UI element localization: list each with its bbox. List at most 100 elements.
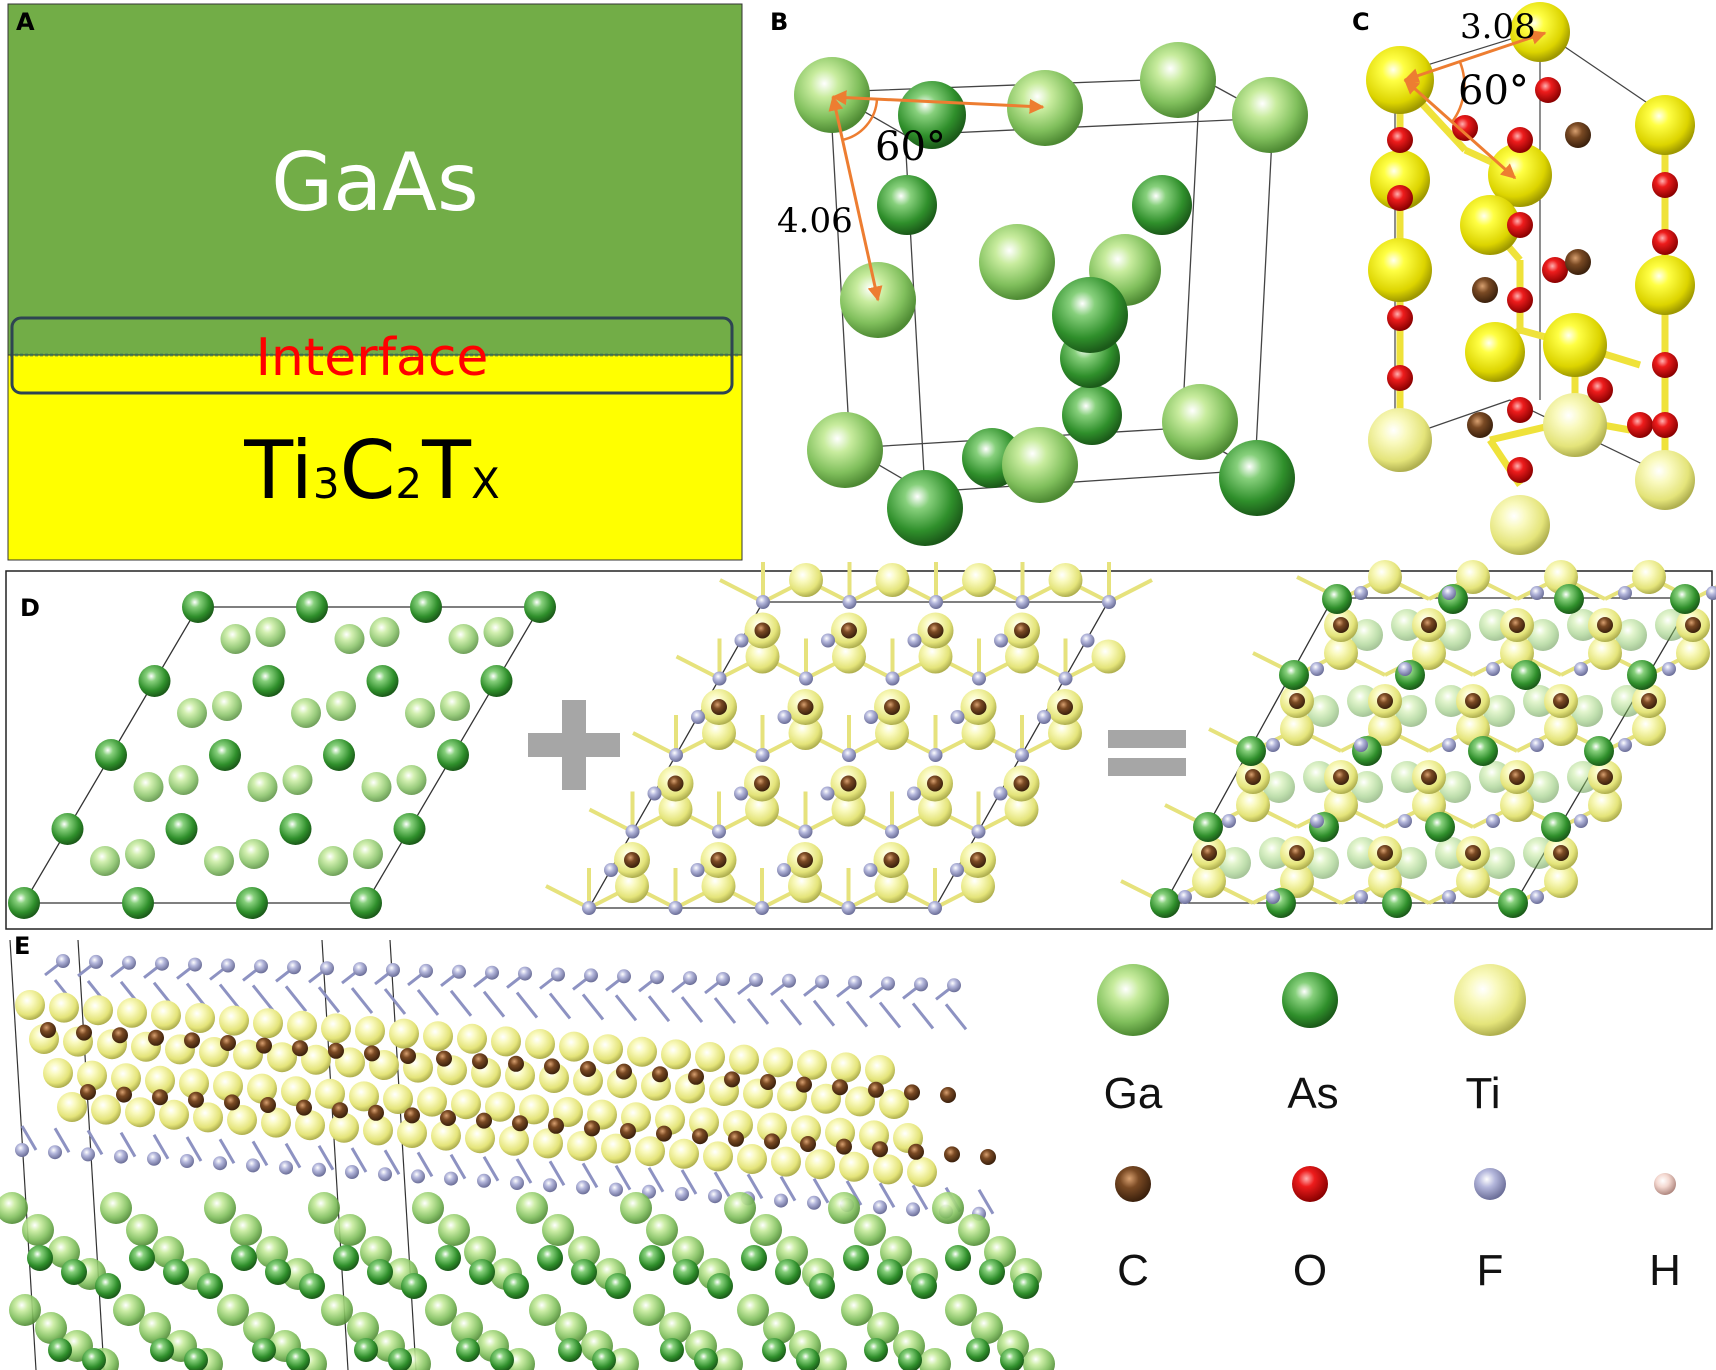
ti-atom: [831, 1052, 861, 1083]
as-atom: [209, 739, 241, 771]
o-atom: [1652, 172, 1678, 198]
o-atom: [1652, 412, 1678, 438]
ti-atom: [831, 792, 866, 827]
c-atom: [1333, 769, 1349, 785]
ti-atom: [193, 1102, 223, 1133]
ga-atom: [90, 846, 120, 876]
atoms-d: [8, 560, 1716, 919]
f-atom: [947, 978, 961, 993]
f-atom: [147, 1151, 161, 1166]
as-atom: [911, 1273, 937, 1299]
ga-atom: [204, 1192, 236, 1224]
ga-atom: [516, 1192, 548, 1224]
c-atom: [400, 1048, 416, 1064]
f-atom: [716, 972, 730, 986]
f-atom: [81, 1147, 95, 1162]
ga-atom: [620, 1192, 652, 1224]
as-atom: [809, 1273, 835, 1299]
as-atom: [503, 1273, 529, 1299]
ga-atom: [440, 691, 470, 721]
as-atom: [367, 1259, 393, 1285]
panel-label-d: D: [20, 594, 40, 622]
ti-atom: [1368, 712, 1402, 746]
as-atom: [571, 1259, 597, 1285]
c-atom: [332, 1102, 348, 1119]
as-atom: [1236, 736, 1266, 766]
o-atom: [1627, 412, 1653, 438]
tib-atom: [1460, 195, 1520, 255]
o-atom: [1452, 115, 1478, 141]
as-atom: [95, 1273, 121, 1299]
f-atom: [993, 786, 1008, 801]
c-atom: [884, 699, 900, 715]
bond: [588, 807, 634, 834]
ga-atom: [1395, 847, 1427, 879]
ti-atom: [301, 1044, 331, 1075]
ga-atom: [555, 1312, 587, 1344]
f-atom: [213, 1156, 227, 1171]
c-atom: [796, 1076, 812, 1093]
as-atom: [252, 665, 285, 697]
c-atom: [840, 775, 857, 792]
ti-atom: [295, 1110, 325, 1141]
ti-atom: [874, 869, 909, 903]
bond: [675, 654, 721, 681]
as-atom: [350, 887, 382, 919]
f-atom: [576, 1180, 590, 1195]
bond: [218, 983, 242, 1011]
c-atom: [1509, 617, 1525, 633]
bond: [317, 986, 341, 1014]
panel-label-a: A: [16, 8, 35, 36]
c-atom: [76, 1024, 92, 1041]
f-atom: [419, 963, 433, 978]
c-atom: [260, 1097, 276, 1113]
f-atom: [1486, 814, 1500, 828]
ga-atom: [9, 1294, 41, 1326]
f-atom: [345, 1165, 359, 1179]
ga-atom: [139, 1312, 171, 1344]
legend-f-label: F: [1477, 1246, 1504, 1295]
ti-atom: [1048, 563, 1083, 597]
f-atom: [650, 970, 664, 985]
c-atom: [1333, 617, 1349, 633]
ga-atom: [243, 1312, 275, 1344]
c-atom: [1597, 617, 1613, 633]
as-atom: [877, 1259, 903, 1285]
bond: [548, 1160, 566, 1186]
ga-atom: [347, 1312, 379, 1344]
panel-c: C 3.08 60°: [1352, 2, 1695, 555]
ti-atom: [567, 1131, 597, 1161]
bond: [119, 1131, 137, 1158]
as-atom: [27, 1245, 53, 1271]
ti-atom: [1324, 788, 1358, 822]
ti-atom: [1500, 788, 1534, 822]
ti-atom: [253, 1008, 283, 1039]
f-atom: [1618, 738, 1632, 752]
c-atom: [544, 1058, 560, 1075]
c-atom: [760, 1074, 776, 1090]
c-atom: [754, 775, 770, 792]
legend: Ga As Ti C O F H: [1097, 964, 1681, 1295]
f-atom: [353, 962, 367, 977]
ga-atom: [807, 412, 883, 488]
ti-atom: [159, 1099, 189, 1130]
c-atom: [883, 852, 900, 868]
ti-atom: [601, 1133, 631, 1164]
ga-atom: [451, 1312, 483, 1344]
panel-label-e: E: [14, 932, 30, 960]
bond: [581, 1162, 599, 1189]
c-atom: [836, 1138, 852, 1155]
ti-atom: [737, 1144, 767, 1174]
c-atom: [620, 1123, 636, 1139]
as-atom: [945, 1245, 971, 1271]
c-atom: [148, 1029, 164, 1046]
gaas-layer: [7, 3, 743, 356]
panel-a: A GaAs Interface Ti3C2TX: [7, 3, 743, 561]
ti-atom: [723, 1110, 753, 1140]
bond: [482, 1156, 500, 1182]
bond: [152, 1134, 170, 1160]
f-atom: [485, 965, 499, 980]
c-atom: [1509, 769, 1525, 785]
c-atom: [908, 1143, 924, 1160]
c-atom: [754, 622, 771, 639]
